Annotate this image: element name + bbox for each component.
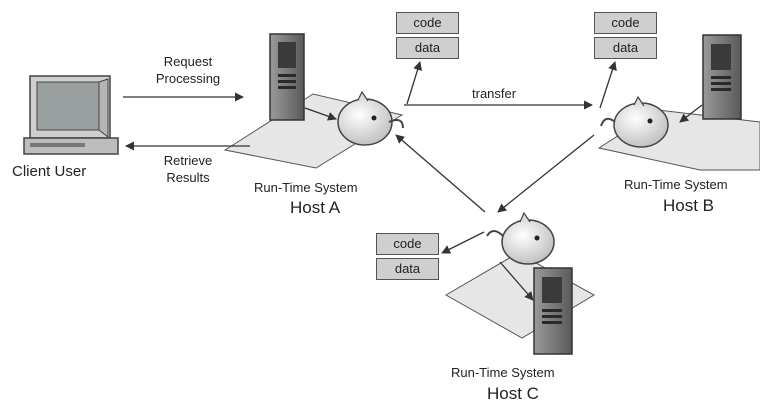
client-user-label: Client User — [12, 163, 87, 180]
host-a-name-label: Host A — [290, 198, 341, 217]
host-c-server-icon — [533, 267, 573, 355]
host-c-data-box: data — [376, 258, 439, 280]
retrieve-results-label: Retrieve Results — [140, 152, 236, 186]
c-to-a-arrow — [395, 134, 486, 213]
host-b-server-agent-arrow — [679, 104, 703, 123]
host-c-code-box: code — [376, 233, 439, 255]
host-c-agent-server-arrow — [499, 261, 534, 301]
results-line: Results — [166, 170, 210, 185]
host-b-code-box: code — [594, 12, 657, 34]
host-a-server-agent-arrow — [304, 107, 337, 121]
client-computer-icon — [23, 75, 119, 155]
host-c-agent-icon — [486, 211, 555, 265]
processing-line: Processing — [155, 71, 221, 86]
host-c-data-arrow — [441, 231, 485, 254]
b-to-c-arrow — [497, 134, 595, 213]
host-a-code-box: code — [396, 12, 459, 34]
host-b-system-label: Run-Time System — [624, 177, 728, 192]
request-line: Request — [163, 54, 213, 69]
host-a-data-arrow — [406, 61, 422, 105]
retrieve-line: Retrieve — [163, 153, 213, 168]
host-b-name-label: Host B — [663, 196, 715, 215]
host-a-server-icon — [269, 33, 305, 121]
request-processing-label: Request Processing — [138, 53, 238, 87]
host-b-agent-icon — [600, 95, 669, 148]
host-c-name-label: Host C — [487, 384, 539, 403]
host-a-agent-icon — [337, 90, 404, 146]
host-b-server-icon — [702, 34, 742, 120]
host-a-data-box: data — [396, 37, 459, 59]
transfer-label: transfer — [472, 86, 517, 101]
host-a-system-label: Run-Time System — [254, 180, 358, 195]
host-b-data-arrow — [599, 61, 617, 109]
host-b-data-box: data — [594, 37, 657, 59]
host-c-system-label: Run-Time System — [451, 365, 555, 380]
